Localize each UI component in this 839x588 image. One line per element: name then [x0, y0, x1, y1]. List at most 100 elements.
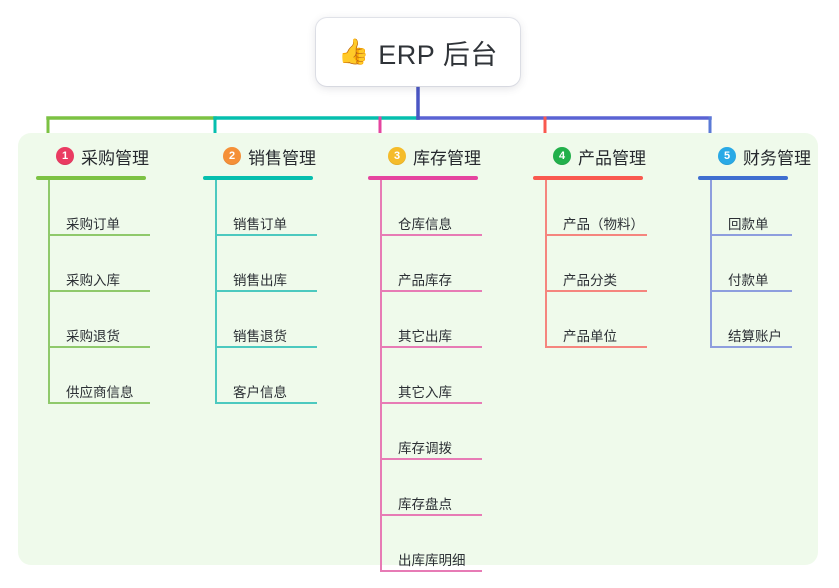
- branch-item-list: 采购订单采购入库采购退货供应商信息: [36, 180, 186, 404]
- branch-header-1[interactable]: 1 采购管理: [36, 143, 186, 169]
- branch-item-rule: [380, 514, 482, 516]
- branch-header-rule: [698, 176, 788, 180]
- branch-item[interactable]: 采购入库: [36, 236, 186, 292]
- branch-item-rule: [215, 234, 317, 236]
- branch-item-list: 销售订单销售出库销售退货客户信息: [203, 180, 353, 404]
- branch-item-rule: [380, 290, 482, 292]
- branch-header-3[interactable]: 3 库存管理: [368, 143, 518, 169]
- branch-index-badge: 5: [718, 147, 736, 165]
- branch-item-label: 产品库存: [398, 272, 452, 288]
- branch-item-list: 产品（物料） 产品分类产品单位: [533, 180, 683, 348]
- branch-item-label: 采购退货: [66, 328, 120, 344]
- branch-spine: [380, 180, 382, 572]
- branch-header-rule: [36, 176, 146, 180]
- branch-item-rule: [380, 234, 482, 236]
- branch-item[interactable]: 采购订单: [36, 180, 186, 236]
- branch-item-label: 采购订单: [66, 216, 120, 232]
- branch-index-badge: 4: [553, 147, 571, 165]
- branch-item[interactable]: 库存盘点: [368, 460, 518, 516]
- branch-item[interactable]: 付款单: [698, 236, 828, 292]
- branch-item-label: 销售订单: [233, 216, 287, 232]
- branch-header-rule: [203, 176, 313, 180]
- branch-item[interactable]: 产品（物料）: [533, 180, 683, 236]
- branch-item-label: 产品单位: [563, 328, 617, 344]
- branch-index-badge: 1: [56, 147, 74, 165]
- branches-panel: [18, 133, 818, 565]
- branch-index-badge: 3: [388, 147, 406, 165]
- branch-item-label: 出库库明细: [398, 552, 466, 568]
- branch-item-rule: [710, 346, 792, 348]
- branch-header-2[interactable]: 2 销售管理: [203, 143, 353, 169]
- branch-item-label: 付款单: [728, 272, 769, 288]
- branch-spine: [215, 180, 217, 404]
- branch-item[interactable]: 出库库明细: [368, 516, 518, 572]
- branch-item[interactable]: 采购退货: [36, 292, 186, 348]
- branch-item[interactable]: 其它入库: [368, 348, 518, 404]
- branch-item-rule: [710, 234, 792, 236]
- branch-item-list: 回款单付款单结算账户: [698, 180, 828, 348]
- branch-item[interactable]: 回款单: [698, 180, 828, 236]
- branch-item[interactable]: 销售出库: [203, 236, 353, 292]
- branch-item-rule: [710, 290, 792, 292]
- branch-item-label: 库存调拨: [398, 440, 452, 456]
- thumbs-up-icon: 👍: [338, 37, 370, 66]
- branch-item-rule: [380, 570, 482, 572]
- branch-spine: [48, 180, 50, 404]
- root-node-title: ERP 后台: [378, 39, 498, 70]
- branch-item[interactable]: 产品库存: [368, 236, 518, 292]
- branch-item[interactable]: 其它出库: [368, 292, 518, 348]
- branch-item-label: 产品分类: [563, 272, 617, 288]
- branch-item[interactable]: 产品分类: [533, 236, 683, 292]
- branch-item-label: 销售退货: [233, 328, 287, 344]
- branch-item-label: 仓库信息: [398, 216, 452, 232]
- branch-item-label: 采购入库: [66, 272, 120, 288]
- branch-item-rule: [545, 290, 647, 292]
- branch-spine: [710, 180, 712, 348]
- branch-header-label: 采购管理: [81, 148, 149, 168]
- branch-header-label: 财务管理: [743, 148, 811, 168]
- branch-item-label: 产品（物料）: [563, 216, 644, 232]
- branch-header-label: 销售管理: [248, 148, 316, 168]
- branch-item-label: 回款单: [728, 216, 769, 232]
- branch-column-4: 4 产品管理产品（物料） 产品分类产品单位: [533, 143, 683, 348]
- branch-header-label: 库存管理: [413, 148, 481, 168]
- branch-item[interactable]: 客户信息: [203, 348, 353, 404]
- branch-item-list: 仓库信息产品库存其它出库其它入库库存调拨库存盘点出库库明细: [368, 180, 518, 572]
- branch-item-label: 销售出库: [233, 272, 287, 288]
- branch-item[interactable]: 供应商信息: [36, 348, 186, 404]
- branch-item-rule: [48, 402, 150, 404]
- branch-item-rule: [545, 234, 647, 236]
- branch-item-label: 结算账户: [728, 328, 782, 344]
- branch-item[interactable]: 库存调拨: [368, 404, 518, 460]
- branch-item-label: 库存盘点: [398, 496, 452, 512]
- branch-item[interactable]: 销售退货: [203, 292, 353, 348]
- branch-header-rule: [533, 176, 643, 180]
- branch-item[interactable]: 销售订单: [203, 180, 353, 236]
- branch-header-5[interactable]: 5 财务管理: [698, 143, 828, 169]
- branch-item-label: 客户信息: [233, 384, 287, 400]
- branch-column-2: 2 销售管理销售订单销售出库销售退货客户信息: [203, 143, 353, 404]
- branch-item-rule: [48, 234, 150, 236]
- branch-item[interactable]: 仓库信息: [368, 180, 518, 236]
- root-node-card[interactable]: 👍 ERP 后台: [316, 18, 520, 86]
- branch-item[interactable]: 结算账户: [698, 292, 828, 348]
- branch-item-rule: [215, 402, 317, 404]
- branch-item-label: 其它入库: [398, 384, 452, 400]
- branch-item-rule: [48, 290, 150, 292]
- branch-item-label: 供应商信息: [66, 384, 134, 400]
- branch-header-4[interactable]: 4 产品管理: [533, 143, 683, 169]
- branch-item-rule: [215, 290, 317, 292]
- branch-item-rule: [215, 346, 317, 348]
- branch-item-label: 其它出库: [398, 328, 452, 344]
- branch-index-badge: 2: [223, 147, 241, 165]
- branch-item-rule: [545, 346, 647, 348]
- branch-item-rule: [380, 346, 482, 348]
- branch-column-3: 3 库存管理仓库信息产品库存其它出库其它入库库存调拨库存盘点出库库明细: [368, 143, 518, 572]
- branch-item[interactable]: 产品单位: [533, 292, 683, 348]
- branch-item-rule: [380, 458, 482, 460]
- branch-header-rule: [368, 176, 478, 180]
- branch-column-5: 5 财务管理回款单付款单结算账户: [698, 143, 828, 348]
- branch-header-label: 产品管理: [578, 148, 646, 168]
- branch-column-1: 1 采购管理采购订单采购入库采购退货供应商信息: [36, 143, 186, 404]
